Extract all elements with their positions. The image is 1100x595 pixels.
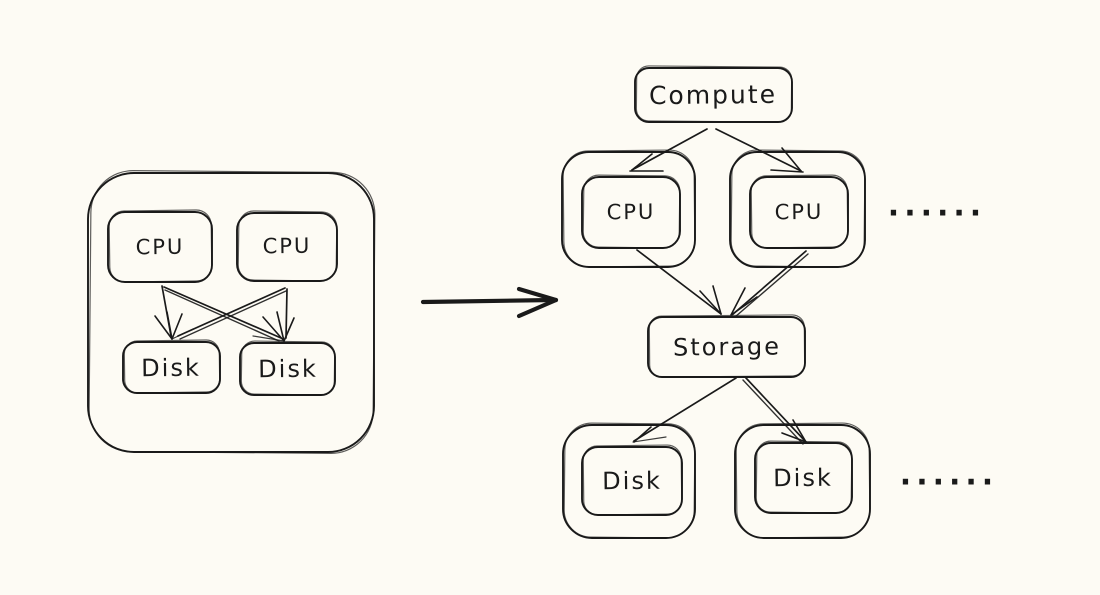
disk-scale-ellipsis: ...... bbox=[899, 457, 999, 493]
right-cpu-1-outer-box bbox=[561, 149, 696, 268]
right-disk-2-inner-box bbox=[754, 440, 853, 514]
right-cpu-2-outer-box bbox=[729, 149, 866, 268]
arrow-left-cpu2-to-disk2 bbox=[285, 288, 288, 339]
right-cpu-2-label: CPU bbox=[774, 199, 824, 225]
arrow-left-cpu2-to-disk1 bbox=[177, 287, 287, 340]
right-cpu-1-inner-box bbox=[581, 174, 681, 249]
arrow-cpu2-to-storage bbox=[730, 250, 809, 318]
transform-arrow bbox=[420, 286, 559, 319]
right-disk-2-outer-box bbox=[734, 422, 871, 539]
arrowhead-left-disk2 bbox=[252, 311, 295, 342]
compute-box bbox=[634, 65, 793, 123]
left-disk-1-label: Disk bbox=[141, 353, 201, 383]
right-cpu-2-inner-box bbox=[749, 174, 849, 249]
arrow-storage-to-disk2 bbox=[742, 377, 807, 445]
right-disk-1-label: Disk bbox=[602, 466, 662, 496]
storage-box bbox=[647, 314, 806, 378]
left-cpu-2-box bbox=[236, 210, 338, 282]
storage-label: Storage bbox=[672, 332, 782, 362]
right-disk-1-outer-box bbox=[562, 422, 696, 539]
left-cpu-1-box bbox=[107, 209, 213, 283]
arrowhead-left-disk1 bbox=[154, 311, 194, 340]
left-cpu-2-label: CPU bbox=[262, 233, 312, 259]
cpu-scale-ellipsis: ...... bbox=[887, 188, 987, 224]
left-disk-1-box bbox=[122, 339, 221, 394]
arrow-cpu1-to-storage bbox=[636, 249, 722, 315]
left-disk-2-box bbox=[239, 340, 336, 396]
right-disk-1-inner-box bbox=[581, 444, 683, 516]
arrow-storage-to-disk1 bbox=[632, 377, 737, 443]
left-cpu-1-label: CPU bbox=[135, 234, 185, 260]
left-disk-2-label: Disk bbox=[258, 354, 318, 384]
compute-label: Compute bbox=[648, 79, 778, 111]
right-cpu-1-label: CPU bbox=[606, 199, 656, 225]
right-disk-2-label: Disk bbox=[773, 463, 833, 493]
left-server-container-box bbox=[87, 170, 376, 454]
